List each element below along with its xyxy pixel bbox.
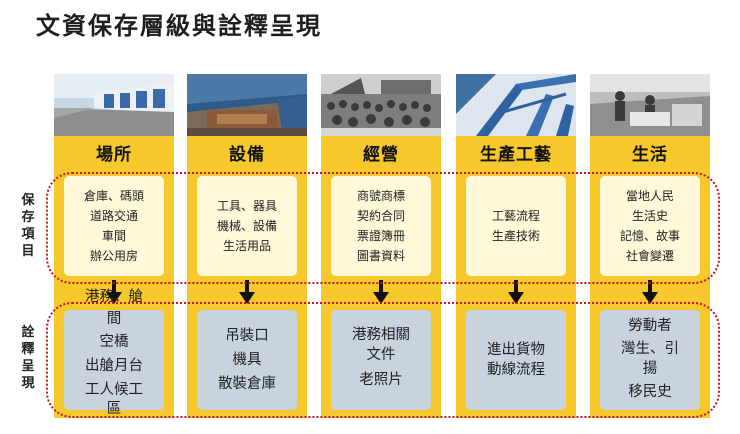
- interpret-item: 進出貨物: [487, 342, 545, 358]
- interpret-box: 勞動者 灣生、引 揚 移民史: [600, 310, 700, 410]
- interpret-item: 吊裝口: [225, 328, 269, 344]
- workers-photo: [590, 74, 710, 136]
- gantry-photo: [456, 74, 576, 136]
- preserve-item: 工具、器具: [216, 199, 277, 213]
- crane-photo: [187, 74, 307, 136]
- column-title: 生活: [632, 145, 668, 165]
- preserve-box: 商號商標 契約合同 票證簿冊 圖書資料: [331, 176, 431, 276]
- preserve-box: 工具、器具 機械、設備 生活用品: [197, 176, 297, 276]
- interpret-item: 區: [106, 401, 122, 417]
- interpret-item: 港務、艙: [85, 289, 143, 305]
- interpret-item: 間: [106, 311, 122, 327]
- side-label-char: 項: [21, 227, 35, 242]
- preserve-item: 圖書資料: [356, 249, 405, 263]
- preserve-item: 契約合同: [356, 209, 405, 223]
- side-label-char: 詮: [21, 325, 35, 340]
- column-place: 場所 倉庫、碼頭 道路交通 車間 辦公用房 港務、艙 間 空橋 出艙月台 工人候…: [54, 74, 174, 418]
- column-equipment: 設備 工具、器具 機械、設備 生活用品 吊裝口 機具 散裝倉庫: [187, 74, 307, 418]
- preserve-box: 倉庫、碼頭 道路交通 車間 辦公用房: [64, 176, 164, 276]
- interpret-item: 文件: [366, 347, 396, 363]
- interpret-item: 動線流程: [487, 362, 545, 378]
- column-title: 場所: [96, 145, 132, 165]
- side-label-char: 保: [21, 193, 35, 208]
- preserve-item: 道路交通: [89, 209, 138, 223]
- side-label-interpret: 詮 釋 呈 現: [20, 324, 36, 392]
- preserve-item: 辦公用房: [89, 249, 138, 263]
- side-label-char: 現: [21, 376, 35, 391]
- preserve-item: 社會變遷: [625, 249, 674, 263]
- interpret-item: 機具: [232, 352, 262, 368]
- preserve-item: 機械、設備: [216, 219, 277, 233]
- side-label-char: 目: [21, 244, 35, 259]
- preserve-box: 當地人民 生活史 記憶、故事 社會變遷: [600, 176, 700, 276]
- preserve-item: 車間: [101, 229, 126, 243]
- column-life: 生活 當地人民 生活史 記憶、故事 社會變遷 勞動者 灣生、引 揚 移民史: [590, 74, 710, 418]
- preserve-item: 生活史: [631, 209, 668, 223]
- interpret-box: 進出貨物 動線流程: [466, 310, 566, 410]
- interpret-item: 港務相關: [352, 327, 410, 343]
- down-arrow-icon: [508, 280, 524, 304]
- page-title: 文資保存層級與詮釋呈現: [36, 12, 322, 40]
- column-title: 生產工藝: [480, 145, 552, 165]
- interpret-box: 港務相關 文件 老照片: [331, 310, 431, 410]
- preserve-item: 工藝流程: [491, 209, 540, 223]
- preserve-item: 生產技術: [491, 229, 540, 243]
- preserve-item: 當地人民: [625, 189, 674, 203]
- preserve-box: 工藝流程 生產技術: [466, 176, 566, 276]
- interpret-item: 出艙月台: [85, 358, 143, 374]
- preserve-item: 票證簿冊: [356, 229, 405, 243]
- column-operation: 經營 商號商標 契約合同 票證簿冊 圖書資料 港務相關 文件 老照片: [321, 74, 441, 418]
- preserve-item: 記憶、故事: [619, 229, 680, 243]
- down-arrow-icon: [642, 280, 658, 304]
- column-title: 經營: [363, 145, 399, 165]
- side-label-char: 釋: [21, 342, 35, 357]
- down-arrow-icon: [106, 280, 122, 304]
- interpret-item: 灣生、引: [621, 341, 679, 357]
- warehouse-photo: [54, 74, 174, 136]
- side-label-char: 存: [21, 210, 35, 225]
- down-arrow-icon: [373, 280, 389, 304]
- interpret-box: 吊裝口 機具 散裝倉庫: [197, 310, 297, 410]
- interpret-item: 揚: [642, 361, 658, 377]
- column-title: 設備: [229, 145, 265, 165]
- side-label-preserve: 保 存 項 目: [20, 192, 36, 260]
- interpret-item: 移民史: [628, 384, 672, 400]
- preserve-item: 倉庫、碼頭: [83, 189, 144, 203]
- interpret-item: 空橋: [99, 334, 129, 350]
- preserve-item: 生活用品: [222, 239, 271, 253]
- interpret-item: 散裝倉庫: [218, 376, 276, 392]
- interpret-item: 老照片: [359, 372, 403, 388]
- down-arrow-icon: [239, 280, 255, 304]
- interpret-item: 工人候工: [85, 382, 143, 398]
- column-craft: 生產工藝 工藝流程 生產技術 進出貨物 動線流程: [456, 74, 576, 418]
- interpret-item: 勞動者: [628, 318, 672, 334]
- crowd-photo: [321, 74, 441, 136]
- interpret-box: 港務、艙 間 空橋 出艙月台 工人候工 區: [64, 289, 164, 416]
- preserve-item: 商號商標: [356, 189, 405, 203]
- side-label-char: 呈: [21, 359, 35, 374]
